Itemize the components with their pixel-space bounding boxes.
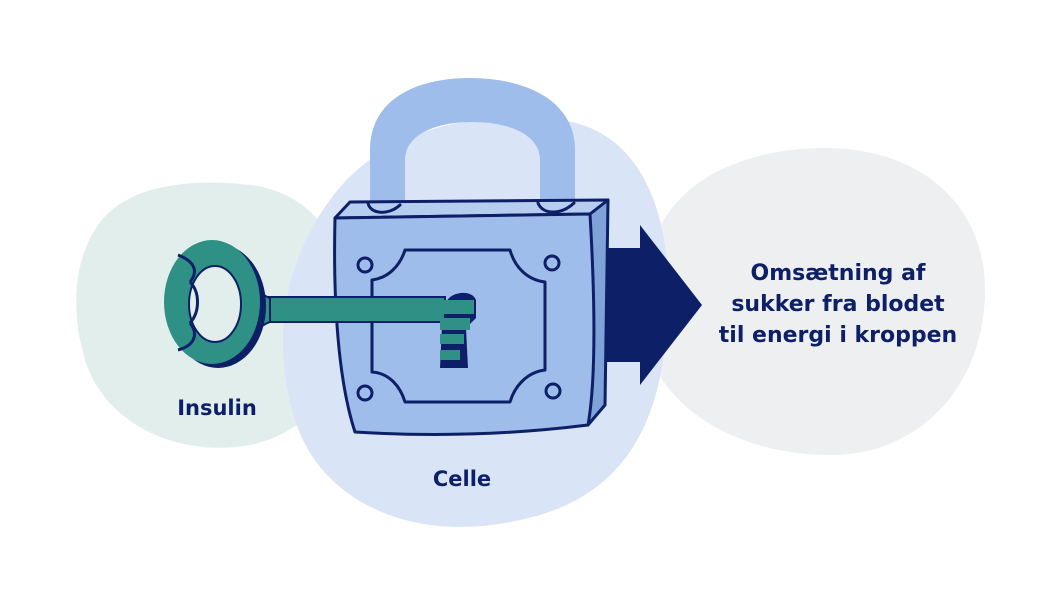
result-label-line: til energi i kroppen	[718, 323, 958, 348]
lock-shackle	[370, 78, 575, 205]
result-label: Omsætning af sukker fra blodet til energ…	[688, 258, 988, 351]
result-label-line: sukker fra blodet	[731, 292, 945, 317]
result-label-line: Omsætning af	[750, 261, 926, 286]
result-blob	[645, 147, 985, 455]
cell-label: Celle	[432, 467, 492, 491]
key-icon	[164, 240, 474, 368]
arrow-right-icon	[600, 225, 702, 385]
insulin-label: Insulin	[177, 396, 257, 420]
